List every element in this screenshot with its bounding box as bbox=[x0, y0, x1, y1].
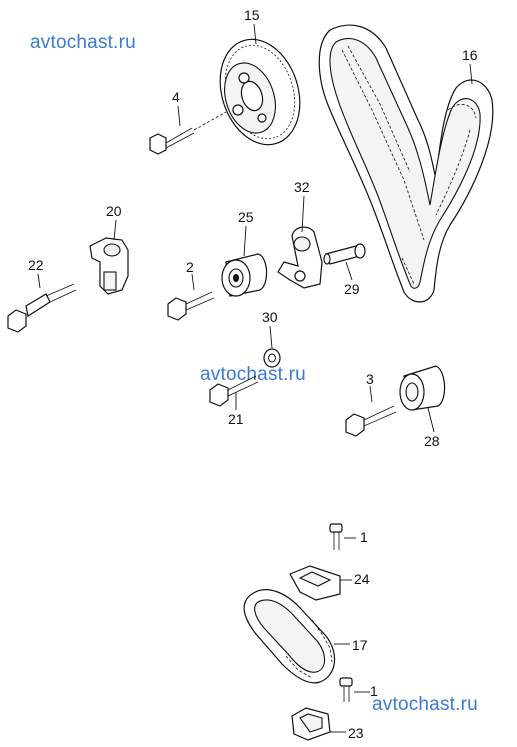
callout-32: 32 bbox=[294, 179, 310, 195]
bolt-1-upper bbox=[329, 523, 343, 550]
callout-29: 29 bbox=[344, 281, 360, 297]
callout-25: 25 bbox=[238, 209, 254, 225]
callout-28: 28 bbox=[424, 433, 440, 449]
watermark-middle: avtochast.ru bbox=[200, 364, 306, 385]
callout-17: 17 bbox=[352, 637, 368, 653]
timing-chain-17 bbox=[243, 589, 336, 684]
roller-28 bbox=[399, 365, 446, 411]
callout-15: 15 bbox=[244, 7, 260, 23]
chain-guide-23 bbox=[291, 707, 331, 741]
callout-4: 4 bbox=[172, 89, 180, 105]
bolt-1-lower bbox=[339, 677, 353, 702]
leader-lines bbox=[37, 23, 473, 733]
tensioner-bracket-20 bbox=[89, 237, 129, 295]
callout-22: 22 bbox=[28, 257, 44, 273]
pin-29 bbox=[323, 243, 366, 265]
chain-guide-24 bbox=[289, 565, 341, 601]
bolt-3 bbox=[345, 405, 397, 437]
bolt-21 bbox=[209, 375, 259, 407]
bolt-2 bbox=[167, 291, 215, 321]
callout-21: 21 bbox=[228, 411, 244, 427]
long-bolt-22 bbox=[7, 283, 77, 333]
idler-pulley-25 bbox=[221, 253, 268, 297]
washer-30 bbox=[263, 348, 281, 368]
bolt-4 bbox=[149, 111, 227, 155]
tensioner-arm-32 bbox=[277, 226, 323, 289]
callout-numbers: 15 16 4 20 22 25 2 32 29 30 21 3 28 1 24… bbox=[28, 7, 478, 741]
callout-23: 23 bbox=[348, 725, 364, 741]
callout-30: 30 bbox=[262, 309, 278, 325]
watermark-top-left: avtochast.ru bbox=[30, 32, 136, 53]
callout-3: 3 bbox=[366, 371, 374, 387]
timing-belt-16 bbox=[318, 24, 494, 303]
callout-16: 16 bbox=[462, 47, 478, 63]
callout-20: 20 bbox=[106, 203, 122, 219]
callout-2: 2 bbox=[186, 259, 194, 275]
watermark-bottom-right: avtochast.ru bbox=[372, 694, 478, 715]
callout-24: 24 bbox=[354, 571, 370, 587]
callout-1-upper: 1 bbox=[360, 529, 368, 545]
camshaft-sprocket-15 bbox=[219, 38, 301, 146]
callout-1-lower: 1 bbox=[370, 683, 378, 699]
